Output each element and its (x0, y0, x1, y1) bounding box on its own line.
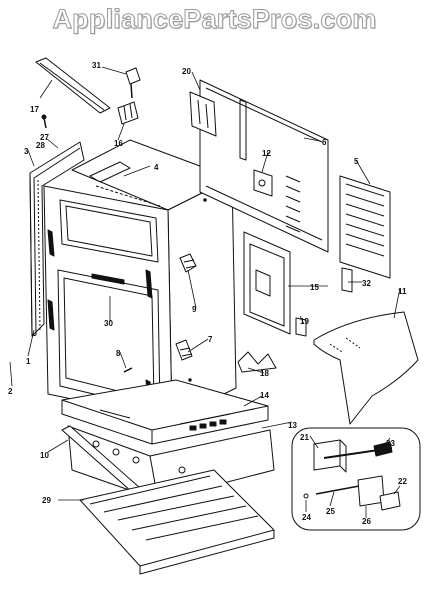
callout-22: 22 (398, 477, 407, 486)
part-11-insulation (313, 311, 419, 425)
part-32-clip (341, 267, 353, 293)
callout-5: 5 (354, 157, 359, 166)
callout-29: 29 (42, 496, 51, 505)
callout-32: 32 (362, 279, 371, 288)
callout-7: 7 (208, 335, 213, 344)
oven-cavity-box (43, 139, 237, 421)
callout-20: 20 (182, 67, 191, 76)
part-27-side-trim (29, 141, 85, 337)
callout-4: 4 (154, 163, 159, 172)
callout-8: 8 (116, 349, 121, 358)
callout-10: 10 (40, 451, 49, 460)
callout-2: 2 (8, 387, 13, 396)
leader-lines (9, 66, 401, 518)
callout-15: 15 (310, 283, 319, 292)
callout-24: 24 (302, 513, 311, 522)
callout-31: 31 (92, 61, 101, 70)
part-29-bottom-panel (79, 469, 275, 575)
callout-3: 3 (24, 147, 29, 156)
callout-17: 17 (30, 105, 39, 114)
callout-16: 16 (114, 139, 123, 148)
callout-30: 30 (104, 319, 113, 328)
detail-inset (291, 427, 421, 531)
watermark: AppliancePartsPros.com (52, 4, 377, 35)
callout-26: 26 (362, 517, 371, 526)
callout-6: 6 (322, 138, 327, 147)
callout-21: 21 (300, 433, 309, 442)
callout-12: 12 (262, 149, 271, 158)
part-12-vent (253, 169, 273, 197)
callout-18: 18 (260, 369, 269, 378)
part-5-vent-cover (339, 175, 391, 279)
callout-1: 1 (26, 357, 31, 366)
callout-11: 11 (398, 287, 407, 296)
callout-14: 14 (260, 391, 269, 400)
part-28-screw (41, 114, 47, 129)
callout-9: 9 (192, 305, 197, 314)
part-16-bracket (117, 101, 139, 125)
vent-slots (285, 175, 301, 233)
callout-labels: 17 28 27 3 31 16 20 4 6 12 5 15 32 11 19… (8, 61, 407, 526)
part-14-base (61, 379, 269, 445)
callout-28: 28 (36, 141, 45, 150)
callout-27: 27 (40, 133, 49, 142)
part-18-bracket (237, 351, 277, 373)
callout-25: 25 (326, 507, 335, 516)
callout-23: 23 (386, 439, 395, 448)
part-15-side-panel (243, 231, 291, 335)
part-17-top-trim (35, 57, 111, 114)
callout-13: 13 (288, 421, 297, 430)
callout-19: 19 (300, 317, 309, 326)
part-20-bracket (189, 91, 217, 137)
part-31-latch (125, 67, 141, 99)
